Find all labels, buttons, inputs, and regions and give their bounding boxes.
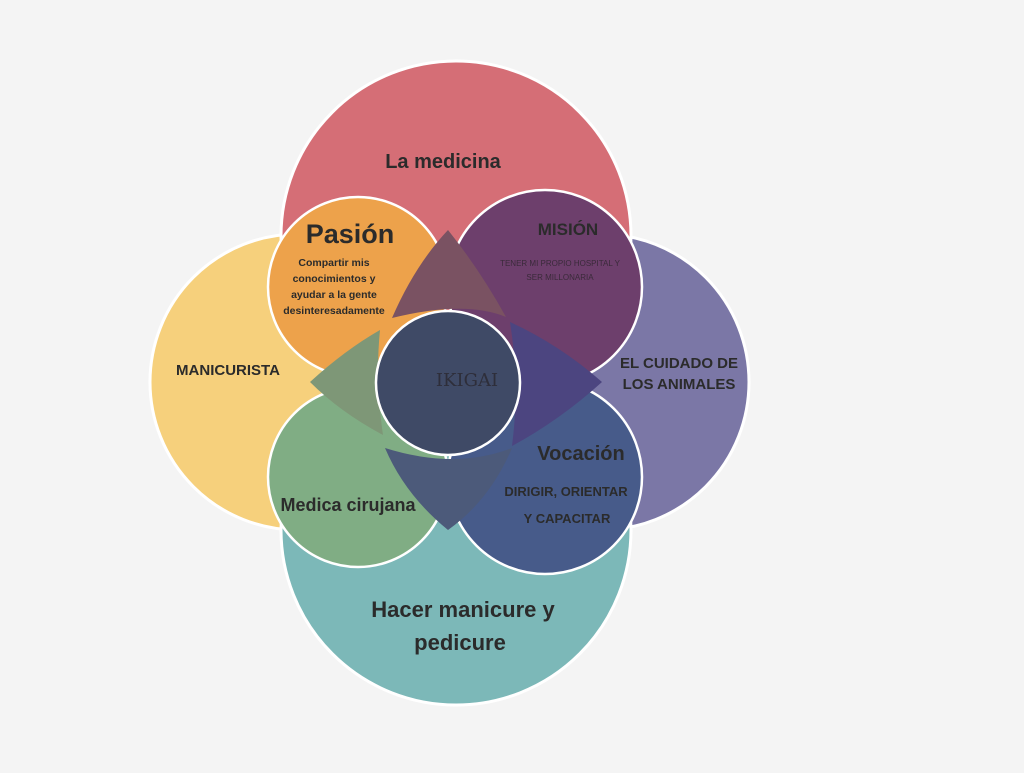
label-top: La medicina xyxy=(385,151,501,173)
pasion-line-4: desinteresadamente xyxy=(283,305,385,317)
overlap-pasion-mision xyxy=(392,230,506,318)
mision-title: MISIÓN xyxy=(538,220,598,239)
mision-line-2: SER MILLONARIA xyxy=(526,273,594,282)
mision-line-1: TENER MI PROPIO HOSPITAL Y xyxy=(500,259,621,268)
vocacion-title: Vocación xyxy=(537,443,624,465)
label-bottom-line2: pedicure xyxy=(414,630,506,655)
circle-ikigai xyxy=(374,309,522,457)
pasion-line-2: conocimientos y xyxy=(293,273,376,285)
label-right-line2: LOS ANIMALES xyxy=(623,376,736,393)
overlap-profesion-vocacion xyxy=(385,448,512,530)
profesion-label: Medica cirujana xyxy=(280,495,416,515)
overlap-mision-vocacion xyxy=(510,322,602,446)
pasion-line-3: ayudar a la gente xyxy=(291,289,377,301)
pasion-line-1: Compartir mis xyxy=(298,257,369,269)
vocacion-line-2: Y CAPACITAR xyxy=(524,511,611,526)
label-right-line1: EL CUIDADO DE xyxy=(620,355,738,372)
overlap-pasion-profesion xyxy=(310,330,383,435)
label-bottom-line1: Hacer manicure y xyxy=(371,597,555,622)
center-label: IKIGAI xyxy=(436,370,498,391)
vocacion-line-1: DIRIGIR, ORIENTAR xyxy=(504,484,628,499)
label-left: MANICURISTA xyxy=(176,362,280,379)
pasion-title: Pasión xyxy=(306,219,395,249)
